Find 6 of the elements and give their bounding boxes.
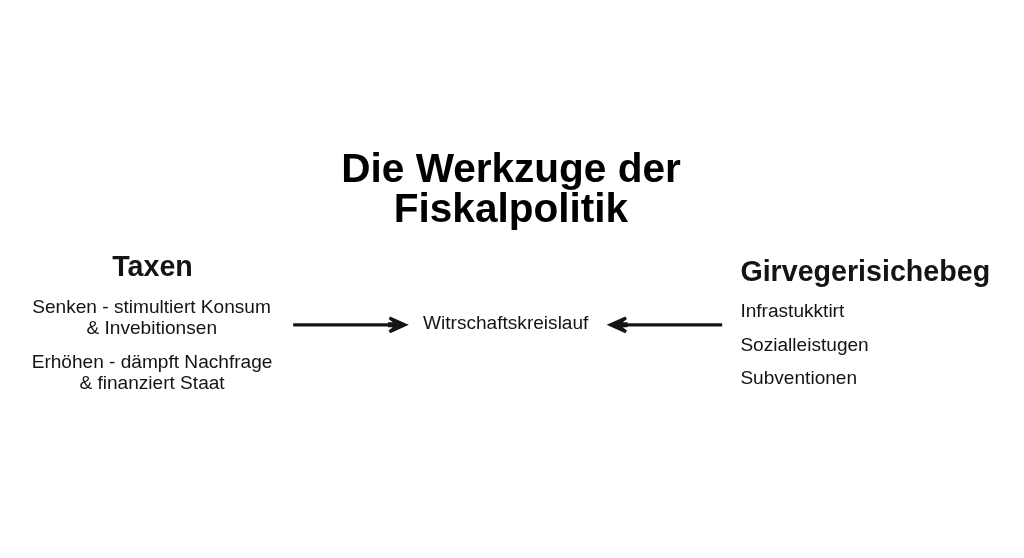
diagram-title: Die Werkzuge der Fiskalpolitik bbox=[340, 144, 681, 231]
arrow bbox=[608, 315, 722, 333]
node-text: Taxen Senken - stimultiert Konsum & Invebitionsen Erhöhen - dämpft Nachfrage & finanziert Staat bbox=[31, 249, 272, 393]
node-text: Witrschaftskreislauf bbox=[422, 311, 588, 333]
node-text: Girvegerisichebeg Infrastukktirt Sozialleistugen Subventionen bbox=[739, 254, 990, 388]
arrow bbox=[292, 315, 407, 333]
